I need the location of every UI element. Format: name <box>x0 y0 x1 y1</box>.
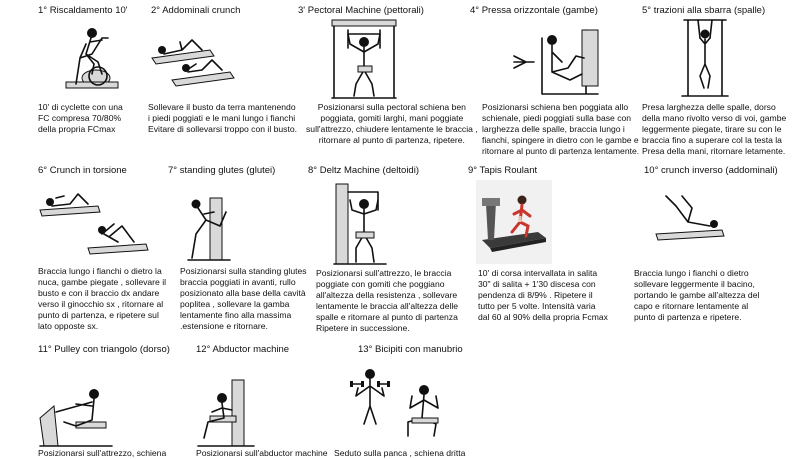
exercise-desc: Posizionarsi sull'attrezzo, schiena <box>38 448 167 458</box>
pulley-row-icon <box>36 362 116 447</box>
exercise-desc: Posizionarsi sull'abductor machine <box>196 448 328 458</box>
twist-crunch-icon <box>38 186 150 258</box>
standing-glutes-icon <box>180 186 236 262</box>
exercise-title: 6° Crunch in torsione <box>38 165 127 176</box>
exercise-title: 11° Pulley con triangolo (dorso) <box>38 344 170 355</box>
exercise-title: 10° crunch inverso (addominali) <box>644 165 778 176</box>
reverse-crunch-icon <box>652 186 728 246</box>
pectoral-machine-icon <box>328 18 400 100</box>
exercise-title: 12° Abductor machine <box>196 344 290 355</box>
abductor-machine-icon <box>196 376 256 448</box>
deltoid-machine-icon <box>330 180 390 266</box>
exercise-desc: Sollevare il busto da terra mantenendo i… <box>148 102 298 134</box>
treadmill-icon <box>476 180 552 264</box>
exercise-title: 3' Pectoral Machine (pettorali) <box>298 5 424 16</box>
crunch-icon <box>150 30 235 88</box>
leg-press-icon <box>512 22 604 98</box>
exercise-title: 7° standing glutes (glutei) <box>168 165 276 176</box>
pull-up-bar-icon <box>680 16 730 98</box>
exercise-title: 13° Bicipiti con manubrio <box>358 344 463 355</box>
exercise-title: 8° Deltz Machine (deltoidi) <box>308 165 419 176</box>
exercise-desc: Seduto sulla panca , schiena dritta <box>334 448 466 458</box>
exercise-title: 4° Pressa orizzontale (gambe) <box>470 5 598 16</box>
exercise-title: 9° Tapis Roulant <box>468 165 538 176</box>
dumbbell-curl-icon <box>344 360 454 444</box>
exercise-title: 5° trazioni alla sbarra (spalle) <box>642 5 766 16</box>
exercise-title: 1° Riscaldamento 10' <box>38 5 128 16</box>
stationary-bike-icon <box>62 24 122 92</box>
exercise-title: 2° Addominali crunch <box>151 5 241 16</box>
